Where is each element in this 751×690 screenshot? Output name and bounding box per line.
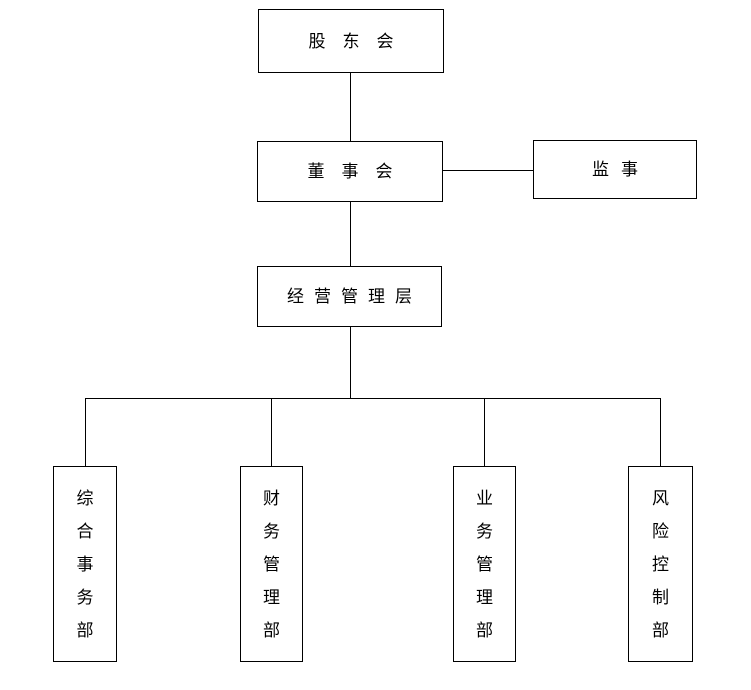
node-board: 董事会 (257, 141, 443, 202)
node-dept-finance: 财务管理部 (240, 466, 303, 662)
node-shareholders-label: 股东会 (308, 31, 394, 51)
connector-management-departments (350, 327, 351, 398)
node-dept-finance-label: 财务管理部 (263, 488, 280, 640)
node-dept-general-affairs: 综合事务部 (53, 466, 117, 662)
node-dept-risk-control: 风险控制部 (628, 466, 693, 662)
node-management: 经营管理层 (257, 266, 442, 327)
connector-drop-risk-control (660, 398, 661, 466)
node-shareholders: 股东会 (258, 9, 444, 73)
connector-drop-general-affairs (85, 398, 86, 466)
connector-drop-finance (271, 398, 272, 466)
node-management-label: 经营管理层 (287, 287, 412, 306)
connector-drop-business (484, 398, 485, 466)
connector-departments-bus (85, 398, 661, 399)
node-supervisor: 监事 (533, 140, 697, 199)
node-dept-general-affairs-label: 综合事务部 (76, 488, 94, 640)
node-board-label: 董事会 (307, 162, 393, 181)
connector-board-management (350, 202, 351, 266)
connector-board-supervisor (443, 170, 533, 171)
node-dept-risk-control-label: 风险控制部 (652, 488, 669, 640)
node-supervisor-label: 监事 (592, 160, 638, 179)
node-dept-business-label: 业务管理部 (476, 488, 493, 640)
node-dept-business: 业务管理部 (453, 466, 516, 662)
connector-shareholders-board (350, 73, 351, 141)
